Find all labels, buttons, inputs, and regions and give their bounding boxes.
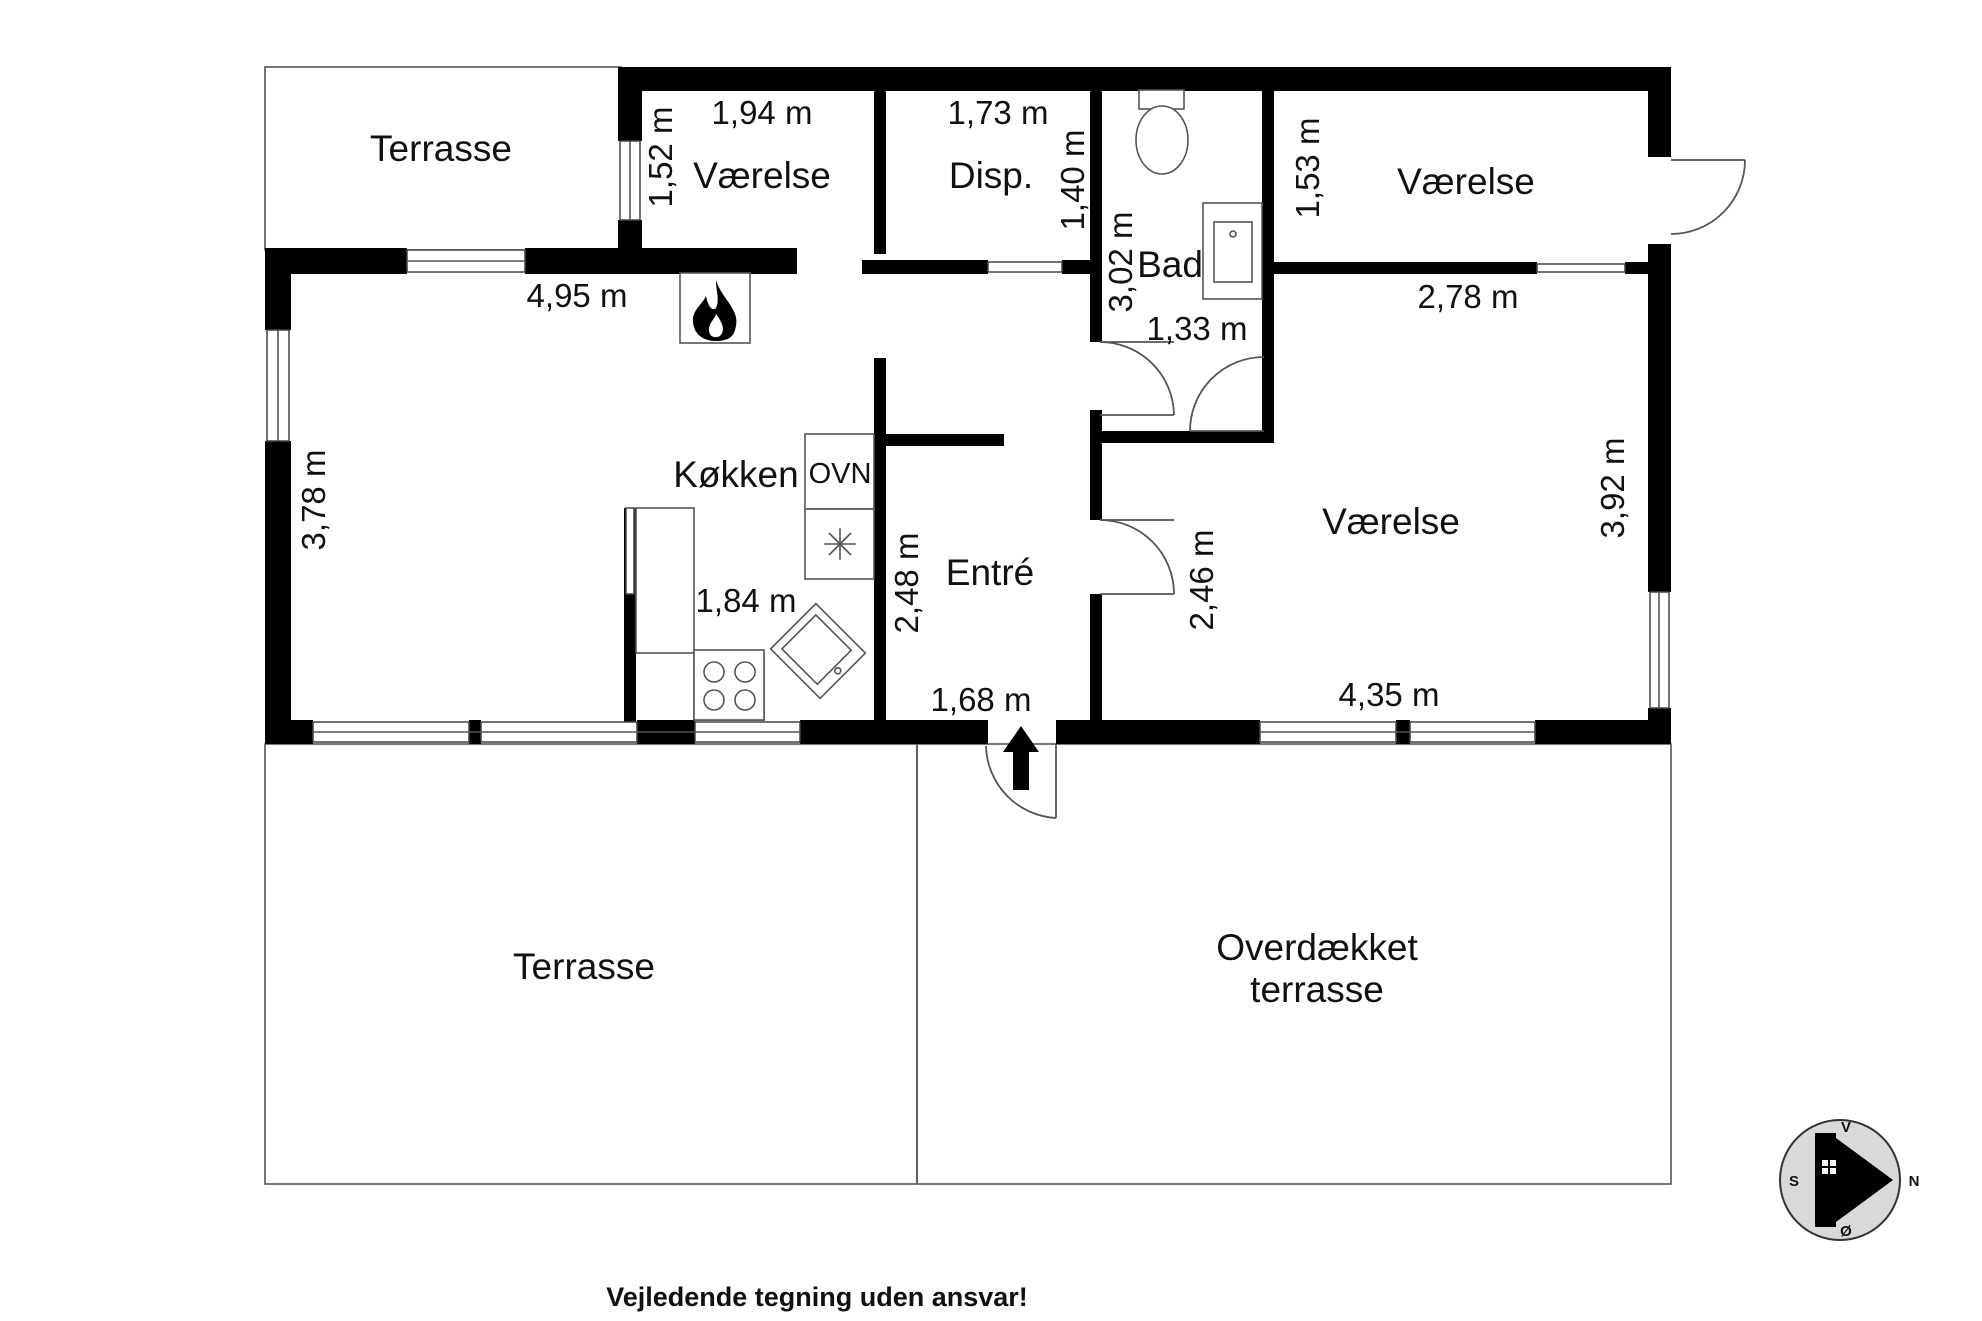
shower <box>1202 202 1263 300</box>
dim-vaerelse-big-height-right: 3,92 m <box>1594 438 1631 539</box>
interior-walls <box>624 88 1650 734</box>
dim-disp-height: 1,40 m <box>1054 130 1091 231</box>
room-terrasse-bottom: Terrasse <box>513 946 655 987</box>
entrance-arrow-icon <box>1003 726 1039 790</box>
room-disp: Disp. <box>949 155 1033 196</box>
room-bad: Bad <box>1137 244 1203 285</box>
room-overdaekket-line1: Overdækket <box>1216 927 1418 968</box>
compass-south: S <box>1789 1173 1799 1190</box>
stove-icon <box>693 649 765 721</box>
compass: N S V Ø <box>1779 1119 1920 1241</box>
room-vaerelse-right-top: Værelse <box>1397 161 1535 202</box>
doors <box>982 159 1746 819</box>
dim-entre-height: 2,48 m <box>888 533 925 634</box>
dim-vaerelse-big-height-left: 2,46 m <box>1183 530 1220 631</box>
sink-icon <box>769 602 867 700</box>
dim-vaerelse-right-top-width: 2,78 m <box>1418 278 1519 315</box>
dim-living-width: 4,95 m <box>527 277 628 314</box>
freezer-icon <box>824 528 856 560</box>
disclaimer: Vejledende tegning uden ansvar! <box>606 1282 1028 1312</box>
compass-west: V <box>1841 1119 1851 1136</box>
compass-east: Ø <box>1840 1223 1852 1240</box>
fireplace-icon <box>679 272 751 344</box>
compass-north: N <box>1909 1173 1920 1190</box>
exterior-walls <box>265 67 1671 744</box>
dim-vaerelse-right-top-height: 1,53 m <box>1289 118 1326 219</box>
north-arrow-icon <box>1815 1133 1893 1227</box>
dim-vaerelse-big-width: 4,35 m <box>1339 676 1440 713</box>
kitchen-counter <box>635 433 875 721</box>
room-koekken: Køkken <box>673 454 798 495</box>
windows <box>266 140 1670 743</box>
room-terrasse-top: Terrasse <box>370 128 512 169</box>
terrace-outlines <box>264 66 1672 1185</box>
dim-kitchen-width: 1,84 m <box>696 582 797 619</box>
dim-bad-height: 3,02 m <box>1102 212 1139 313</box>
dim-living-height: 3,78 m <box>295 450 332 551</box>
room-overdaekket-line2: terrasse <box>1250 969 1384 1010</box>
room-vaerelse-small: Værelse <box>693 155 831 196</box>
room-entre: Entré <box>946 552 1034 593</box>
oven-label: OVN <box>809 458 872 490</box>
toilet <box>1135 89 1189 175</box>
dim-entre-width: 1,68 m <box>931 681 1032 718</box>
dim-disp-width: 1,73 m <box>948 94 1049 131</box>
room-vaerelse-big: Værelse <box>1322 501 1460 542</box>
dim-vaerelse-small-height: 1,52 m <box>642 107 679 208</box>
dim-bad-width: 1,33 m <box>1147 310 1248 347</box>
dim-vaerelse-small-width: 1,94 m <box>712 94 813 131</box>
